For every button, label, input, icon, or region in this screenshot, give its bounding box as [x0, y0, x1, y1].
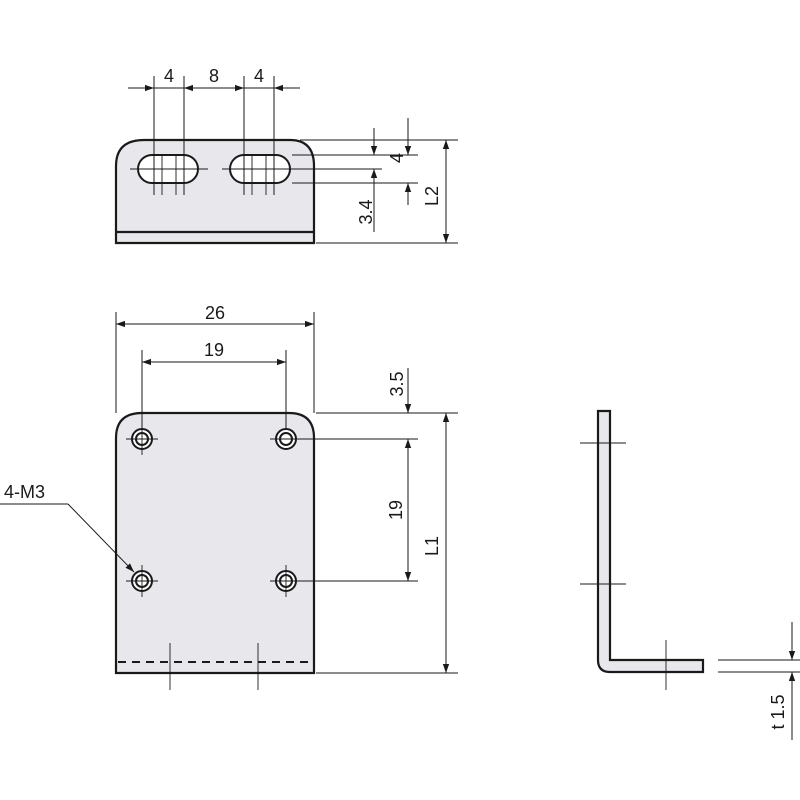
side-profile	[596, 409, 705, 674]
front-plate-outline	[114, 411, 316, 675]
hole-callout: 4-M3	[4, 482, 45, 502]
dim-slot-offset: 3.4	[356, 199, 376, 224]
dim-top-height: L2	[422, 186, 442, 206]
dim-hole-pitch-h: 19	[204, 340, 224, 360]
top-view: 4 8 4 4 3.4 L2	[114, 66, 458, 245]
dim-edge-offset: 3.5	[387, 371, 407, 396]
side-view: t 1.5	[580, 409, 800, 740]
dim-slot-height: 4	[387, 153, 407, 163]
dim-slot-width-right: 4	[254, 66, 264, 86]
dim-front-height: L1	[422, 536, 442, 556]
dim-slot-gap: 8	[209, 66, 219, 86]
dim-hole-pitch-v: 19	[386, 500, 406, 520]
dim-front-width: 26	[205, 303, 225, 323]
dim-thickness: t 1.5	[768, 694, 788, 729]
leader-line	[67, 503, 135, 573]
dim-slot-width-left: 4	[164, 66, 174, 86]
front-view: 26 19 3.5 19 L1 4-M3	[0, 303, 458, 690]
